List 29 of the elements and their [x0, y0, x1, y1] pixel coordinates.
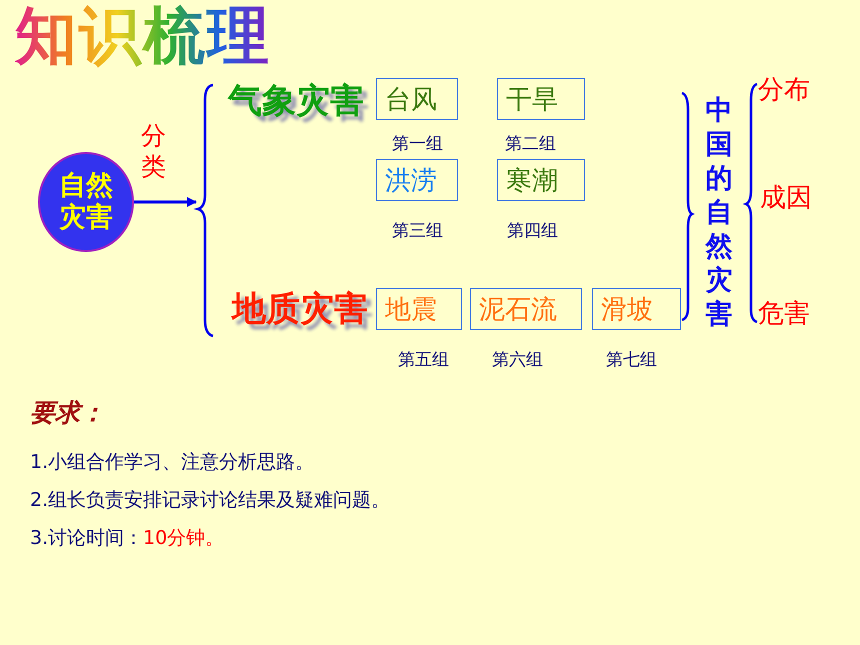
- group-label: 第三组: [392, 220, 443, 242]
- hazard-box: 洪涝: [376, 159, 458, 201]
- hazard-box: 干旱: [497, 78, 585, 120]
- category-heading: 气象灾害: [228, 78, 364, 124]
- hazard-box: 台风: [376, 78, 458, 120]
- hazard-box: 滑坡: [592, 288, 681, 330]
- category-heading: 地质灾害: [232, 286, 368, 332]
- ellipse-node: 自然灾害: [38, 152, 134, 252]
- edge-label: 分类: [141, 120, 167, 182]
- group-label: 第六组: [492, 349, 543, 371]
- arrow: [134, 197, 197, 207]
- group-label: 第七组: [606, 349, 657, 371]
- curly-brace: [196, 84, 214, 338]
- group-label: 第一组: [392, 133, 443, 155]
- hazard-box: 寒潮: [497, 159, 585, 201]
- aspect-label: 分布: [758, 72, 810, 107]
- instruction-text: 2.组长负责安排记录讨论结果及疑难问题。: [30, 488, 390, 513]
- hazard-box: 地震: [376, 288, 462, 330]
- aspect-label: 成因: [760, 180, 812, 215]
- instruction-text: 1.小组合作学习、注意分析思路。: [30, 450, 314, 475]
- group-label: 第五组: [398, 349, 449, 371]
- time-limit-text: 10分钟。: [143, 526, 224, 551]
- hazard-box: 泥石流: [470, 288, 582, 330]
- group-label: 第四组: [507, 220, 558, 242]
- aspect-label: 危害: [758, 296, 810, 331]
- group-label: 第二组: [505, 133, 556, 155]
- vertical-heading: 中国的自然灾害: [704, 94, 734, 332]
- requirements-heading: 要求：: [30, 397, 105, 429]
- instruction-text: 3.讨论时间：: [30, 526, 144, 551]
